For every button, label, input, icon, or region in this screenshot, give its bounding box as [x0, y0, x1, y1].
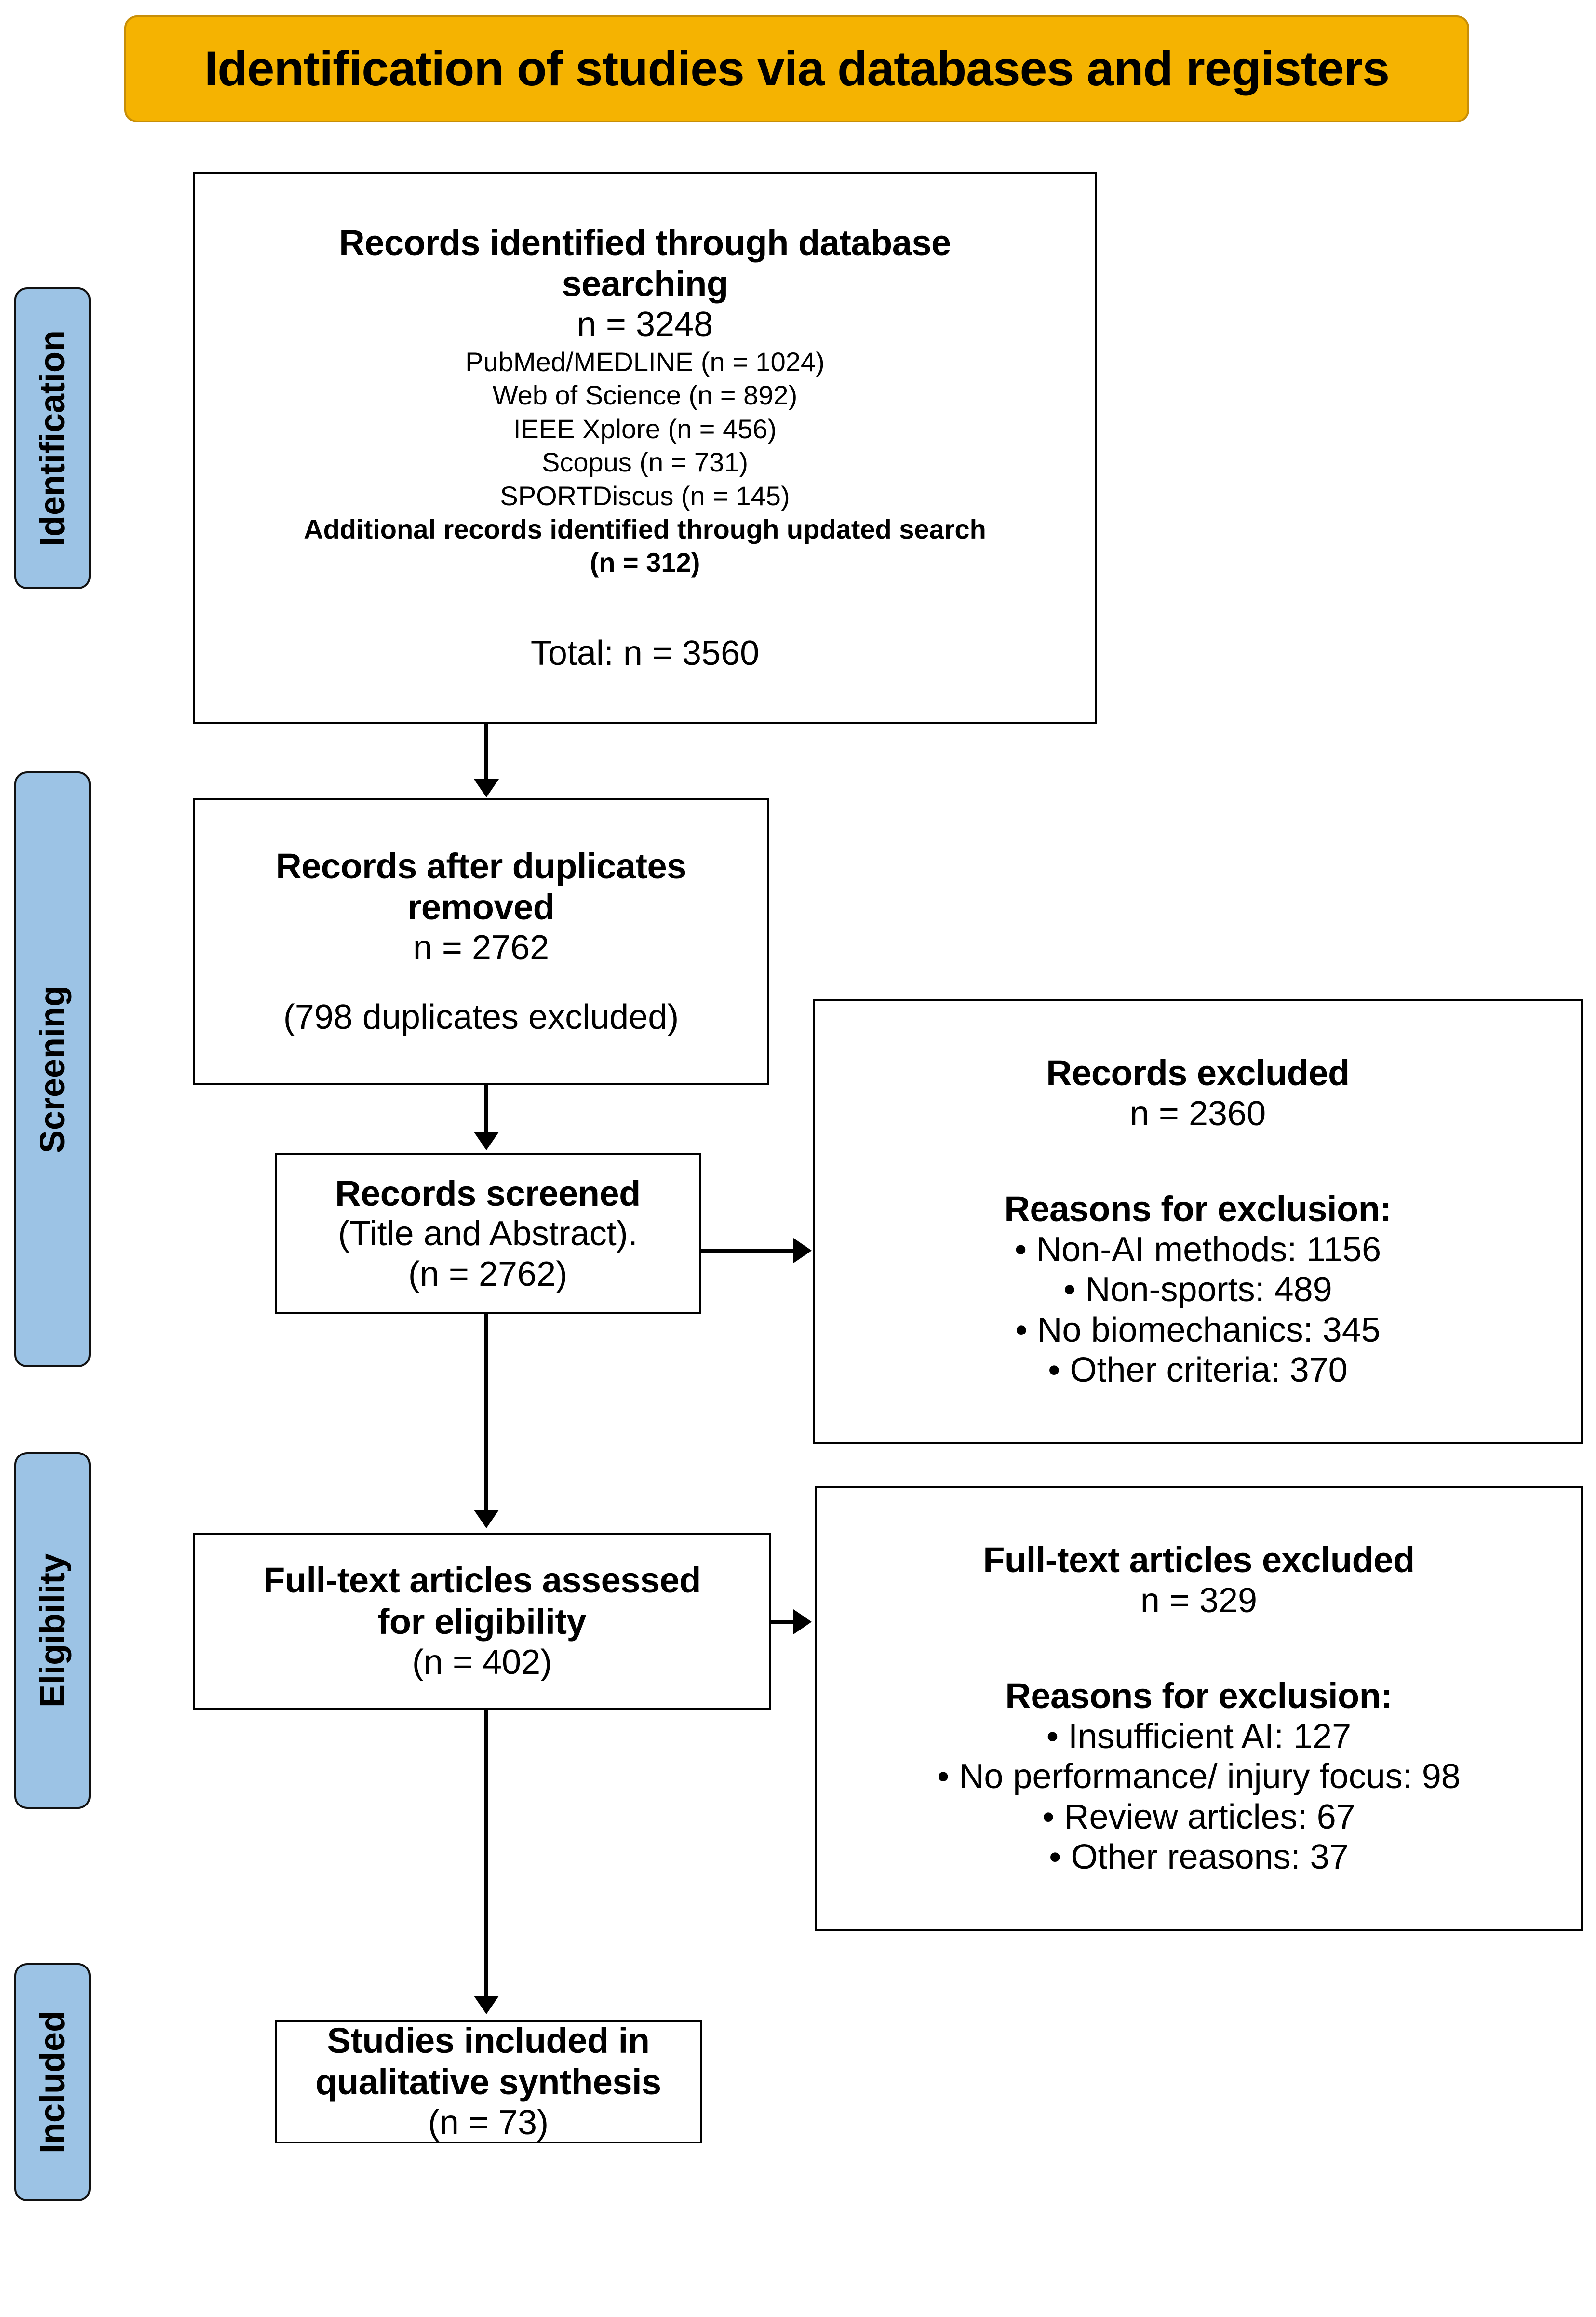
arrow-right-icon — [793, 1609, 812, 1634]
records-identified-total: Total: n = 3560 — [530, 633, 760, 673]
records-identified-count: n = 3248 — [577, 305, 713, 344]
stage-label-text: Screening — [33, 985, 72, 1154]
spacer — [203, 579, 1086, 633]
reason-other-reasons: • Other reasons: 37 — [1049, 1838, 1349, 1877]
source-ieee-xplore: IEEE Xplore (n = 456) — [513, 413, 777, 444]
fulltext-excluded-count: n = 329 — [1140, 1581, 1258, 1620]
connector-duplicates-to-screened-line — [484, 1085, 488, 1135]
stage-label-included: Included — [14, 1963, 91, 2201]
spacer — [823, 1134, 1572, 1188]
studies-included-heading-line1: Studies included in — [327, 2021, 650, 2061]
connector-fulltext-to-included-line — [484, 1710, 488, 1999]
fulltext-assessed-heading-line2: for eligibility — [377, 1602, 587, 1642]
arrow-down-icon — [474, 1132, 499, 1150]
stage-label-screening: Screening — [14, 771, 91, 1367]
records-screened-subtitle: (Title and Abstract). — [338, 1214, 638, 1253]
reason-non-sports: • Non-sports: 489 — [1063, 1270, 1332, 1309]
stage-label-identification: Identification — [14, 287, 91, 589]
fulltext-assessed-heading-line1: Full-text articles assessed — [263, 1560, 701, 1601]
reason-no-biomechanics: • No biomechanics: 345 — [1015, 1310, 1381, 1349]
reason-no-performance-injury-focus: • No performance/ injury focus: 98 — [937, 1757, 1461, 1796]
box-fulltext-articles-excluded: Full-text articles excluded n = 329 Reas… — [815, 1486, 1583, 1931]
source-scopus: Scopus (n = 731) — [541, 447, 749, 478]
box-records-identified: Records identified through database sear… — [193, 172, 1097, 724]
duplicates-count: n = 2762 — [413, 929, 550, 968]
duplicates-heading-line1: Records after duplicates — [276, 846, 686, 886]
stage-label-text: Eligibility — [33, 1553, 72, 1708]
box-records-excluded: Records excluded n = 2360 Reasons for ex… — [813, 999, 1583, 1444]
duplicates-heading-line2: removed — [407, 887, 555, 928]
records-excluded-count: n = 2360 — [1129, 1094, 1266, 1133]
stage-label-eligibility: Eligibility — [14, 1452, 91, 1809]
box-studies-included: Studies included in qualitative synthesi… — [275, 2020, 702, 2143]
box-records-screened: Records screened (Title and Abstract). (… — [275, 1153, 701, 1314]
records-identified-heading-line1: Records identified through database — [339, 222, 951, 263]
connector-identified-to-duplicates-line — [484, 724, 488, 782]
source-sportdiscus: SPORTDiscus (n = 145) — [500, 480, 790, 511]
connector-screened-to-fulltext-line — [484, 1314, 488, 1513]
connector-fulltext-to-fulltext-excluded-line — [771, 1620, 795, 1624]
arrow-down-icon — [474, 779, 499, 797]
arrow-right-icon — [793, 1238, 812, 1263]
reason-other-criteria: • Other criteria: 370 — [1048, 1351, 1348, 1390]
studies-included-count: (n = 73) — [428, 2103, 549, 2142]
records-screened-heading: Records screened — [335, 1173, 641, 1213]
records-excluded-reasons-heading: Reasons for exclusion: — [1004, 1188, 1392, 1229]
reason-review-articles: • Review articles: 67 — [1042, 1797, 1355, 1836]
arrow-down-icon — [474, 1996, 499, 2014]
studies-included-heading-line2: qualitative synthesis — [315, 2062, 661, 2102]
arrow-down-icon — [474, 1510, 499, 1528]
reason-insufficient-ai: • Insufficient AI: 127 — [1046, 1717, 1352, 1756]
spacer — [825, 1621, 1572, 1675]
source-web-of-science: Web of Science (n = 892) — [492, 380, 798, 411]
fulltext-excluded-reasons-heading: Reasons for exclusion: — [1005, 1675, 1393, 1716]
stage-label-text: Included — [33, 2010, 72, 2154]
fulltext-assessed-count: (n = 402) — [412, 1643, 552, 1682]
page-title: Identification of studies via databases … — [204, 41, 1390, 96]
source-pubmed: PubMed/MEDLINE (n = 1024) — [465, 346, 825, 377]
spacer — [203, 969, 759, 997]
box-records-after-duplicates-removed: Records after duplicates removed n = 276… — [193, 798, 769, 1085]
stage-label-text: Identification — [33, 330, 72, 546]
records-screened-count: (n = 2762) — [408, 1254, 568, 1293]
duplicates-note: (798 duplicates excluded) — [283, 997, 679, 1037]
connector-screened-to-records-excluded-line — [700, 1249, 795, 1253]
additional-records-line2: (n = 312) — [590, 547, 700, 578]
diagram-title-banner: Identification of studies via databases … — [124, 15, 1469, 122]
additional-records-line1: Additional records identified through up… — [304, 513, 986, 544]
records-excluded-heading: Records excluded — [1046, 1053, 1350, 1093]
fulltext-excluded-heading: Full-text articles excluded — [983, 1540, 1415, 1580]
records-identified-heading-line2: searching — [562, 264, 728, 304]
reason-non-ai-methods: • Non-AI methods: 1156 — [1014, 1230, 1381, 1269]
box-fulltext-articles-assessed: Full-text articles assessed for eligibil… — [193, 1533, 771, 1710]
